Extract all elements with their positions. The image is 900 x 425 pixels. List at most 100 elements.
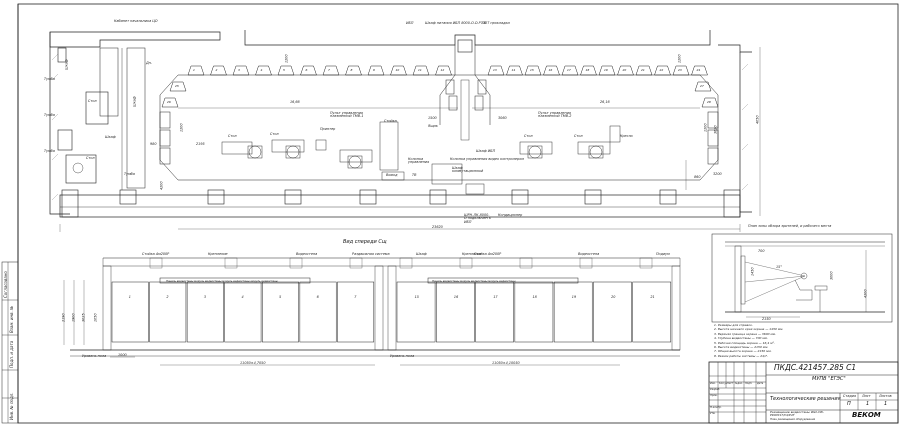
wall-panel	[632, 281, 672, 343]
module-position-number: 26	[167, 100, 171, 104]
module-position-number: 10	[395, 68, 400, 72]
tb-row-razrab: Разраб.	[710, 388, 721, 391]
label-dn: Дн.	[146, 61, 152, 65]
label-shkaf-elev: Шкаф	[416, 252, 427, 256]
video-wall-side-module	[707, 111, 719, 129]
label-side-plan: План зоны обзора зрителей, и рабочего ме…	[748, 224, 832, 228]
label-power-cabinet: Шкаф питания ИБП 8000-О.О.Р7.0	[425, 21, 487, 25]
wall-panel	[149, 281, 187, 343]
video-wall-module	[277, 65, 295, 76]
tb-col-list: Лист	[727, 382, 734, 385]
video-wall-side-module	[707, 147, 719, 165]
panel-number: 2	[166, 295, 169, 299]
module-position-number: 27	[700, 84, 704, 88]
module-position-number: 2	[215, 68, 218, 72]
wall-panel	[475, 281, 514, 343]
title-block	[708, 361, 899, 424]
video-wall-module	[617, 65, 634, 76]
video-wall-side-module	[159, 147, 171, 165]
tb-row-utv: Утв.	[710, 412, 716, 415]
module-position-number: 11	[418, 68, 422, 72]
video-wall-module	[255, 65, 272, 76]
tb-col-data: Дата	[757, 382, 764, 385]
panel-number: 4	[241, 295, 244, 299]
wall-top-left	[49, 31, 221, 48]
video-wall-module	[506, 65, 523, 76]
label-cabinet: Кабинет начальника ЦО	[114, 19, 158, 23]
video-wall-module	[435, 65, 452, 76]
label-stol-d: Стол	[524, 134, 533, 138]
tb-stage-label: Стадия	[843, 394, 857, 398]
tb-org: МУПВ "ЕГЭС"	[812, 376, 846, 382]
video-wall-module	[691, 65, 708, 76]
panel-number: 3	[203, 295, 207, 299]
dim-980: 980	[150, 142, 157, 146]
label-left-system: Раздвижная система	[352, 252, 390, 256]
dim-left: 16,66	[290, 100, 300, 104]
video-wall-module	[524, 65, 542, 76]
label-stol-b: Стол	[228, 134, 237, 138]
dim-2195: 2195	[196, 142, 205, 146]
video-wall-module	[694, 81, 712, 92]
label-kreplenie2: Крепление	[462, 252, 482, 256]
label-vyvod: Вывод	[386, 173, 398, 177]
dim-4200: 4200	[159, 181, 164, 191]
module-position-number: 28	[707, 100, 711, 104]
module-position-number: 24	[696, 68, 701, 72]
module-position-number: 21	[641, 68, 645, 72]
wall-panel	[593, 281, 632, 343]
video-wall-module	[161, 97, 179, 108]
dim-elev-right: 11050×4,10050	[492, 361, 520, 365]
tb-row-prov: Пров.	[710, 394, 718, 397]
panel-number: 5	[279, 295, 282, 299]
dim-1200-c: 1200	[179, 123, 184, 133]
sec-dim-b: 700	[758, 249, 765, 253]
wall-panel	[553, 281, 593, 343]
dim-right-height: 3620	[713, 125, 718, 135]
dim-3060: 3060	[498, 116, 507, 120]
sec-dim-a: 1450	[750, 267, 755, 277]
label-floor: Уровень пола	[82, 354, 107, 358]
elev-strip-right	[427, 277, 579, 284]
video-wall-module	[345, 65, 362, 76]
sheet-frame	[17, 3, 899, 424]
wall-panel	[514, 281, 554, 343]
wall-panel	[111, 281, 149, 343]
sec-dim-d: 3000	[829, 271, 834, 281]
note-item: 6. Высота видеостены — 2150 мм.	[714, 345, 769, 349]
company-logo: ВЕКОМ	[852, 411, 881, 419]
note-item: 4. Глубина видеостены — 700 мм.	[714, 336, 768, 341]
label-pult1: Пульт управления плазменной ТМВ-1	[330, 111, 364, 119]
label-pult2: Пульт управления плазменной ТМВ-2	[538, 111, 572, 119]
video-wall-module	[210, 65, 227, 76]
panel-number: 17	[493, 295, 498, 299]
strip-right: Панель видеостены модуль видеостены моду…	[432, 280, 516, 283]
wall-panel	[224, 281, 262, 343]
module-position-number: 15	[530, 68, 534, 72]
label-cabinet-server: Шкаф коммутационный	[452, 166, 484, 174]
dim-h1: 2190	[61, 313, 66, 323]
video-wall-module	[672, 65, 690, 76]
dim-h3: 3025	[81, 313, 86, 323]
label-kondicioner: Кондиционер	[498, 213, 523, 217]
side-sign-date: Подп. и дата	[9, 340, 14, 368]
video-wall-module	[580, 65, 597, 76]
note-item: 1. Размеры для справок.	[714, 323, 753, 327]
wall-top-right	[244, 30, 711, 46]
panel-number: 6	[316, 295, 319, 299]
label-cable-tray: ЛОТ прокладки	[482, 21, 510, 25]
dim-elev-left: 11050×4,7050	[240, 361, 266, 365]
label-tumba-b: Тумба	[44, 113, 55, 117]
module-position-number: 9	[373, 68, 375, 72]
label-ups-cabinet: Шкаф ИБП	[476, 149, 496, 153]
tb-sheets: 1	[884, 401, 888, 407]
label-kolonka2: Колонка управления видео контролером	[450, 157, 524, 161]
sec-dim-bottom: 2150	[762, 317, 771, 321]
module-position-number: 19	[604, 68, 608, 72]
dim-860: 860	[694, 175, 701, 179]
video-wall-module	[701, 97, 719, 108]
module-position-number: 1	[193, 68, 195, 72]
side-agreed: Согласовано	[3, 271, 8, 298]
module-position-number: 16	[548, 68, 553, 72]
module-position-number: 7	[328, 68, 330, 72]
